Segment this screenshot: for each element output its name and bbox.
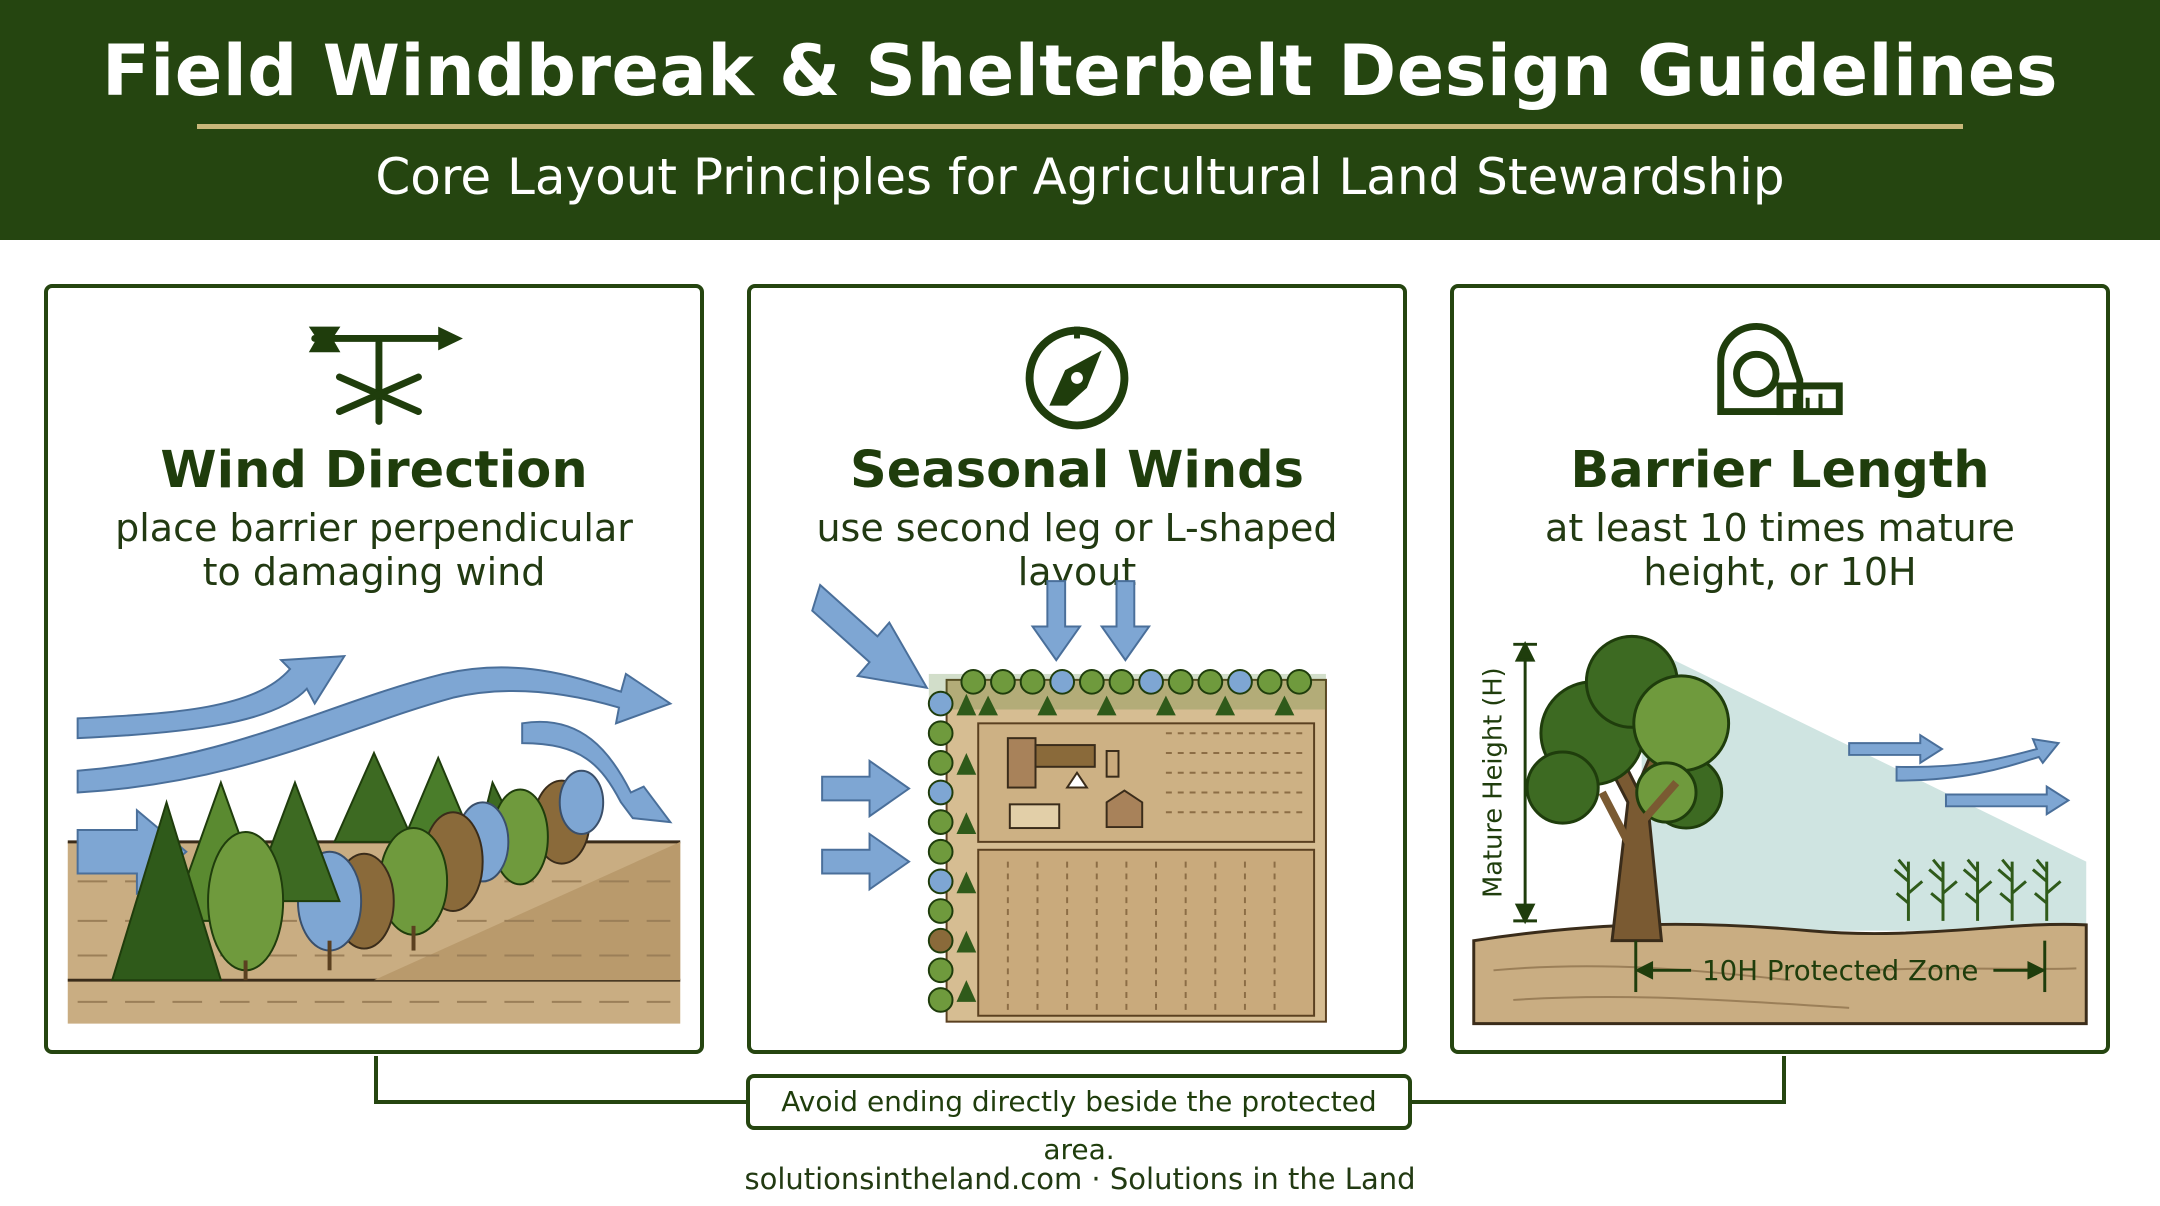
soil-ground bbox=[1472, 922, 2088, 1026]
page-title: Field Windbreak & Shelterbelt Design Gui… bbox=[101, 30, 2059, 112]
height-axis-label: Mature Height (H) bbox=[1478, 667, 1508, 898]
panel-description: at least 10 times mature height, or 10H bbox=[1545, 506, 2015, 594]
windbreak-illustration bbox=[67, 655, 681, 1024]
seasonal-wind-arrows bbox=[811, 580, 1152, 892]
tree-row bbox=[110, 750, 605, 982]
panel-title: Barrier Length bbox=[1570, 441, 1990, 500]
panel-wind-direction: Wind Direction place barrier perpendicul… bbox=[44, 284, 704, 1054]
zone-dimension bbox=[1634, 940, 2047, 993]
protected-zone-illustration: 10H Protected Zone Mature Height (H) bbox=[1472, 634, 2088, 1026]
crop-row bbox=[1893, 858, 2062, 921]
l-shaped-layout-illustration bbox=[811, 580, 1327, 1023]
shelter-zone bbox=[1641, 644, 2087, 931]
zone-label: 10H Protected Zone bbox=[1702, 954, 1978, 987]
compass-icon bbox=[1025, 326, 1129, 430]
reduced-wind-arrows bbox=[1848, 733, 2071, 817]
tape-measure-icon bbox=[1717, 323, 1843, 416]
north-tree-row bbox=[928, 668, 1326, 716]
footer-credit: solutionsintheland.com · Solutions in th… bbox=[744, 1162, 1416, 1196]
west-tree-column bbox=[927, 690, 977, 1013]
panel-barrier-length: Barrier Length at least 10 times mature … bbox=[1450, 284, 2110, 1054]
panel-seasonal-winds: Seasonal Winds use second leg or L-shape… bbox=[747, 284, 1407, 1054]
weather-vane-icon bbox=[308, 326, 463, 425]
farmstead bbox=[1006, 737, 1144, 830]
header-banner: Field Windbreak & Shelterbelt Design Gui… bbox=[0, 0, 2160, 240]
caution-note: Avoid ending directly beside the protect… bbox=[746, 1074, 1412, 1166]
panel-description: use second leg or L-shaped layout bbox=[816, 506, 1338, 594]
panel-description: place barrier perpendicular to damaging … bbox=[115, 506, 633, 594]
panel-title: Seasonal Winds bbox=[850, 441, 1304, 500]
panel-title: Wind Direction bbox=[160, 441, 588, 500]
height-axis bbox=[1513, 640, 1537, 925]
mature-tree bbox=[1525, 634, 1731, 943]
title-divider bbox=[197, 124, 1963, 129]
page-subtitle: Core Layout Principles for Agricultural … bbox=[375, 148, 1785, 206]
